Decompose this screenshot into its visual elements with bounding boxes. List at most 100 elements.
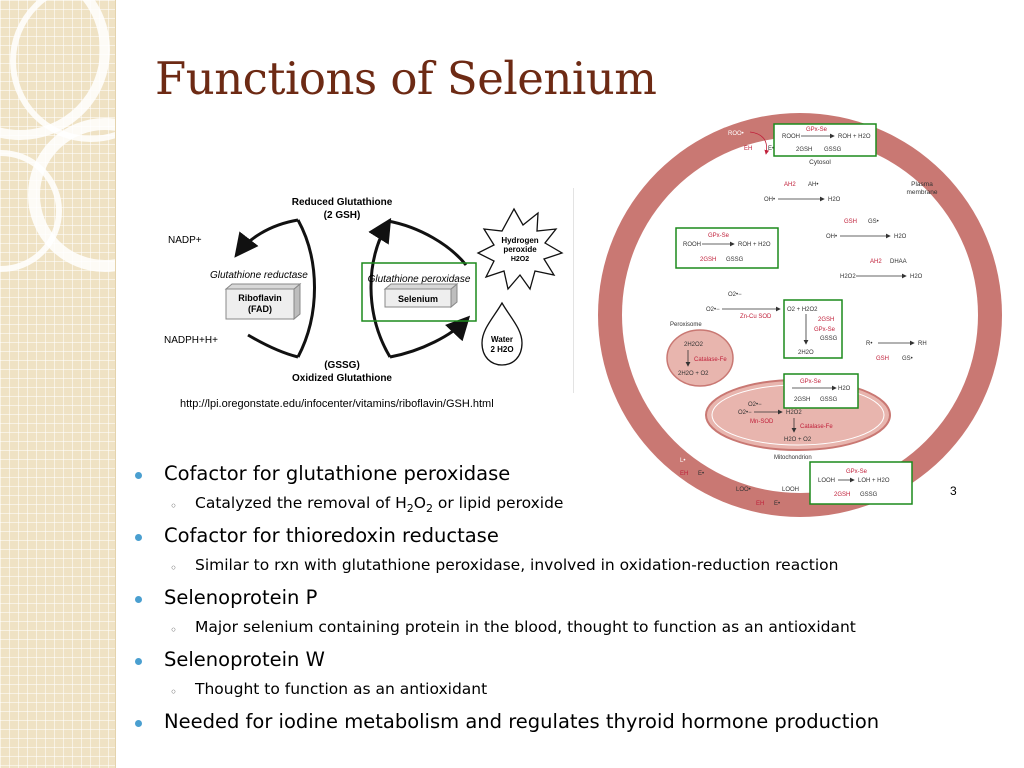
bullet-item: Cofactor for glutathione peroxidase <box>130 462 1010 494</box>
nadph-label: NADPH+H+ <box>164 335 218 346</box>
reduced-glutathione-sub: (2 GSH) <box>324 210 361 221</box>
sub-bullet-text-b: O <box>413 494 426 512</box>
zn-cu-sod-label: Zn-Cu SOD <box>740 314 772 320</box>
o2-h2o2-label: O2 + H2O2 <box>787 307 818 313</box>
nadp-label: NADP+ <box>168 235 202 246</box>
oxidized-glutathione-label: Oxidized Glutathione <box>292 373 392 384</box>
rh-label: RH <box>918 341 927 347</box>
membrane-label: membrane <box>906 189 937 196</box>
l-label: L• <box>680 458 685 464</box>
ah2-label-2: AH2 <box>870 259 882 265</box>
gpx-highlight-box-bottom <box>809 461 913 505</box>
h2o-label: H2O <box>828 197 841 203</box>
lh-label: LH <box>712 458 720 464</box>
gs-label: GS• <box>868 219 879 225</box>
gsh-label: GSH <box>844 219 857 225</box>
bullet-dot-icon <box>135 534 142 541</box>
gpx-se-label-2: GPx-Se <box>708 233 730 239</box>
peroxisome: Peroxisome 2H2O2 Catalase-Fe 2H2O + O2 <box>666 322 734 387</box>
catalase-fe-label: Catalase-Fe <box>694 357 727 363</box>
two-gsh-label-4: 2GSH <box>794 397 810 403</box>
riboflavin-label: Riboflavin <box>238 293 282 303</box>
cytosol-gpx-reaction: GPx-Se ROOH ROH + H2O 2GSH GSSG <box>675 227 779 269</box>
rooh-label-2: ROOH <box>683 242 701 248</box>
bullet-item: Selenoprotein W <box>130 648 1010 680</box>
subscript: 2 <box>425 502 433 516</box>
reduced-glutathione-label: Reduced Glutathione <box>292 197 393 208</box>
gpx-se-label-4: GPx-Se <box>800 379 822 385</box>
rooh-label: ROOH <box>782 134 800 140</box>
sub-bullet-ring-icon: ◦ <box>170 623 178 637</box>
reductase-arc <box>296 219 316 358</box>
loo-label: LOO• <box>736 487 751 493</box>
bullet-item: Selenoprotein P <box>130 586 1010 618</box>
mn-sod-label: Mn-SOD <box>750 419 774 425</box>
two-gsh-label: 2GSH <box>796 147 812 153</box>
e-label-3: E• <box>774 501 780 507</box>
arrow-to-nadp <box>234 218 299 258</box>
two-h2o2-label: 2H2O2 <box>684 342 704 348</box>
sub-bullet-item: ◦ Major selenium containing protein in th… <box>130 618 1010 648</box>
sub-bullet-ring-icon: ◦ <box>170 561 178 575</box>
gpx-highlight-box-top <box>773 123 877 157</box>
oh-label: OH• <box>764 197 775 203</box>
water-drop-icon <box>481 301 523 366</box>
membrane-gpx-reaction: ROO• EH E• GPx-Se ROOH ROH + H2O 2GSH GS… <box>728 123 877 157</box>
gpx-highlight-box-left <box>675 227 779 269</box>
h2o-label-4: H2O <box>838 386 851 392</box>
bullet-dot-icon <box>135 596 142 603</box>
h2o-label-3: H2O <box>910 274 923 280</box>
h2o2-label: H2O2 <box>511 256 529 263</box>
decorative-sidebar <box>0 0 116 768</box>
h2o2-label: H2O2 <box>840 274 856 280</box>
mitochondrion: GPx-Se H2O 2GSH GSSG O2•− O2•− H2O2 Mn-S… <box>705 373 891 461</box>
water-label: Water <box>491 335 513 344</box>
water-arc <box>389 315 471 359</box>
r-label: R• <box>866 341 872 347</box>
gs-label-2: GS• <box>902 356 913 362</box>
two-gsh-label-2: 2GSH <box>700 257 716 263</box>
subscript: 2 <box>406 502 414 516</box>
eh-label-2: EH <box>680 471 688 477</box>
peroxidase-highlight-box <box>361 262 477 322</box>
hydrogen-label: Hydrogen <box>501 236 538 245</box>
eh-label-3: EH <box>756 501 764 507</box>
ascorbate-reaction: AH2 AH• OH• H2O <box>764 182 841 203</box>
two-gsh-label-5: 2GSH <box>834 492 850 498</box>
sub-bullet-text-c: or lipid peroxide <box>432 494 564 512</box>
bullet-dot-icon <box>135 720 142 727</box>
o2-minus-label-2: O2•− <box>706 307 720 313</box>
e-label-2: E• <box>698 471 704 477</box>
o2-minus-label-4: O2•− <box>738 410 752 416</box>
loh-h2o-label: LOH + H2O <box>858 478 890 484</box>
looh-label: LOOH <box>782 487 799 493</box>
eh-label: EH <box>744 146 752 152</box>
fad-label: (FAD) <box>248 304 272 314</box>
oh-label-2: OH• <box>826 234 837 240</box>
h2o2-label-2: H2O2 <box>786 410 802 416</box>
glutathione-reductase-label: Glutathione reductase <box>210 270 308 281</box>
two-h2o-label: 2H2O <box>798 350 814 356</box>
sub-bullet-text: Similar to rxn with glutathione peroxida… <box>195 556 839 574</box>
peroxide-label: peroxide <box>503 245 537 254</box>
roo-label: ROO• <box>728 131 744 137</box>
slide-number: 3 <box>950 484 957 498</box>
gssg-label: GSSG <box>824 147 842 153</box>
two-h2o-o2-label: 2H2O + O2 <box>678 371 709 377</box>
sub-bullet-text: Major selenium containing protein in the… <box>195 618 856 636</box>
plasma-label: Plasma <box>911 181 933 188</box>
bullet-text: Cofactor for glutathione peroxidase <box>164 462 511 485</box>
gssg-label-2: GSSG <box>726 257 744 263</box>
hydrogen-peroxide-burst <box>476 207 564 291</box>
gsh-label-2: GSH <box>876 356 889 362</box>
bullet-item: Needed for iodine metabolism and regulat… <box>130 710 1010 742</box>
gssg-label-5: GSSG <box>860 492 878 498</box>
ah-label: AH• <box>808 182 818 188</box>
gpx-se-label-3: GPx-Se <box>814 327 836 333</box>
sub-bullet-ring-icon: ◦ <box>170 685 178 699</box>
bullet-item: Cofactor for thioredoxin reductase <box>130 524 1010 556</box>
zn-cu-sod-reaction: O2•− O2•− Zn-Cu SOD <box>706 292 781 320</box>
gpx-highlight-box-mito <box>783 373 859 409</box>
riboflavin-box <box>225 288 295 320</box>
bullet-dot-icon <box>135 658 142 665</box>
